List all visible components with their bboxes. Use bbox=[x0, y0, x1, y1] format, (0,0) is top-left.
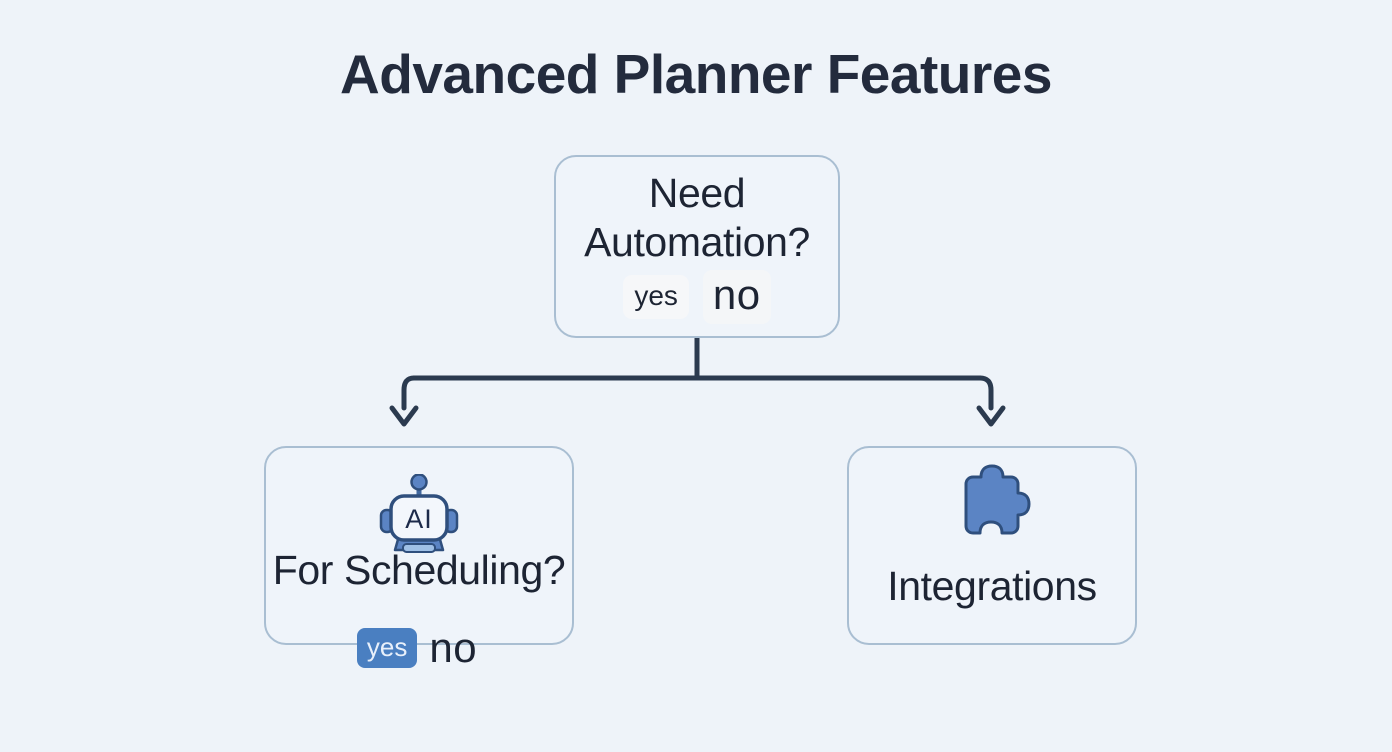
node-integrations[interactable]: Integrations bbox=[847, 446, 1137, 645]
puzzle-piece-icon bbox=[964, 464, 1031, 535]
arrowhead-left-icon bbox=[389, 405, 419, 427]
arrowhead-right-icon bbox=[976, 405, 1006, 427]
answer-no-for-scheduling[interactable]: no bbox=[429, 624, 478, 671]
node-for-scheduling[interactable]: AI For Scheduling? yes no bbox=[264, 446, 574, 669]
answers-row-need-automation: yes no bbox=[623, 269, 771, 324]
node-for-scheduling-inner: AI For Scheduling? yes no bbox=[266, 448, 572, 669]
svg-text:AI: AI bbox=[405, 504, 433, 534]
node-need-automation[interactable]: Need Automation? yes no bbox=[554, 155, 840, 338]
ai-robot-icon: AI bbox=[379, 473, 459, 553]
edge-right-stem bbox=[977, 375, 994, 411]
puzzle-piece-icon-slot bbox=[948, 464, 1036, 546]
answer-yes-need-automation[interactable]: yes bbox=[623, 274, 689, 319]
node-for-scheduling-label: For Scheduling? bbox=[272, 547, 566, 593]
answer-yes-for-scheduling[interactable]: yes bbox=[356, 628, 418, 668]
node-integrations-label: Integrations bbox=[887, 563, 1097, 610]
answers-row-for-scheduling: yes no bbox=[266, 627, 572, 669]
ai-robot-icon-slot: AI bbox=[373, 473, 465, 560]
node-label-line-1: Need bbox=[648, 170, 746, 217]
node-need-automation-label: Need Automation? bbox=[584, 169, 810, 266]
answer-no-need-automation[interactable]: no bbox=[702, 269, 771, 324]
edge-left-stem bbox=[401, 375, 417, 411]
page-title: Advanced Planner Features bbox=[340, 43, 1052, 105]
node-label-line-2: Automation? bbox=[584, 218, 810, 265]
